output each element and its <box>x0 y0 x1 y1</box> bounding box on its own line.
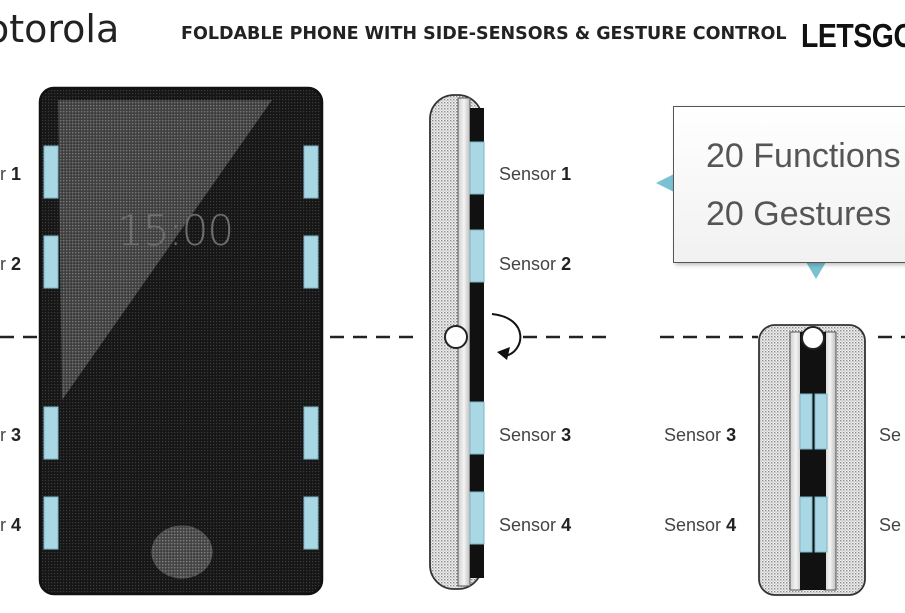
left-sensor-label-2: r 2 <box>0 254 22 274</box>
side-sensor-label-2: Sensor 2 <box>499 254 572 274</box>
left-sensor-label-4: r 4 <box>0 515 22 535</box>
side-sensor-label-1: Sensor 1 <box>499 164 572 184</box>
page-title: FOLDABLE PHONE WITH SIDE-SENSORS & GESTU… <box>181 24 787 44</box>
right-sensor-label-3: Se <box>879 425 902 445</box>
left-sensor-label-1: r 1 <box>0 164 22 184</box>
callout-functions: 20 Functions <box>706 137 901 175</box>
folded-sensor-label-3: Sensor 3 <box>664 425 737 445</box>
letsgo-logo: LETSGO <box>801 17 905 54</box>
phone-front <box>38 86 324 596</box>
callout-gestures: 20 Gestures <box>706 195 892 233</box>
front-sensors <box>43 145 319 550</box>
side-sensor-label-4: Sensor 4 <box>499 515 572 535</box>
folded-sensor-label-4: Sensor 4 <box>664 515 737 535</box>
folded-phone <box>758 324 866 596</box>
side-sensor-label-3: Sensor 3 <box>499 425 572 445</box>
callout-arrow-left <box>656 174 674 192</box>
phone-side-view <box>429 94 522 590</box>
left-sensor-label-3: r 3 <box>0 425 22 445</box>
phone-clock: 15:00 <box>117 206 234 255</box>
callout-arrow-down <box>806 262 826 279</box>
callout-box: 20 Functions 20 Gestures <box>673 106 905 263</box>
motorola-logo: otorola <box>0 7 120 51</box>
right-sensor-label-4: Se <box>879 515 902 535</box>
